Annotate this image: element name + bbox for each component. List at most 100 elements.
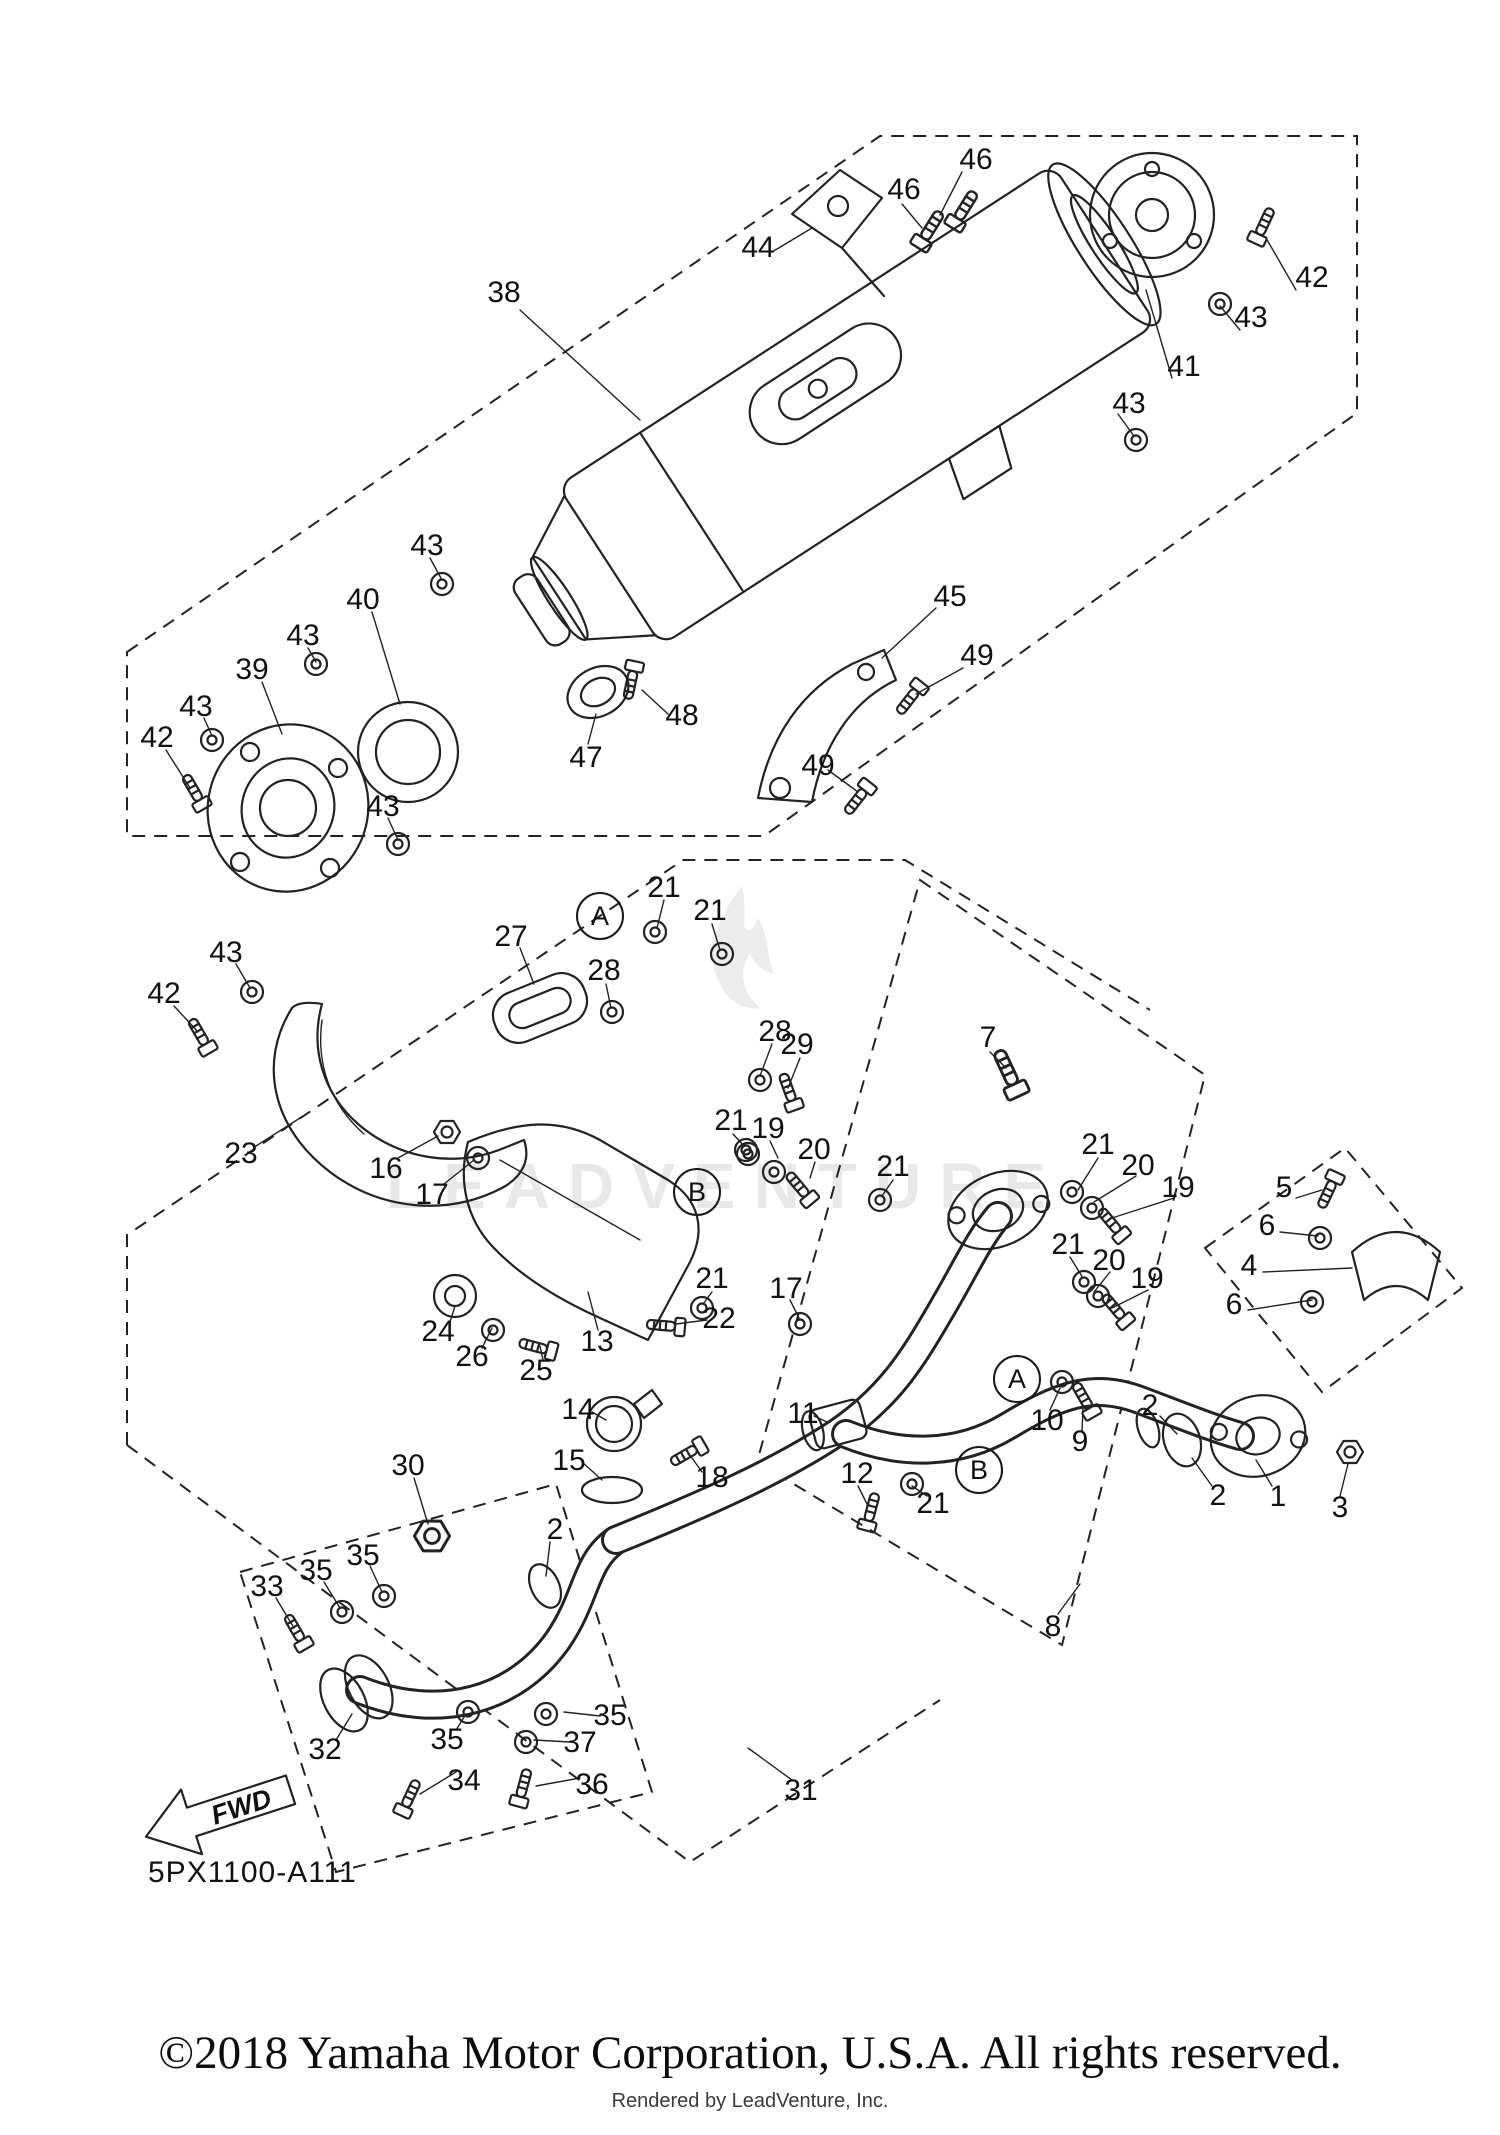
callout-label: 30 bbox=[391, 1449, 425, 1482]
callout-label: 10 bbox=[1030, 1404, 1064, 1437]
callout-label: 32 bbox=[308, 1733, 342, 1766]
callout-label: 2 bbox=[1141, 1389, 1159, 1422]
callout-label: 9 bbox=[1071, 1425, 1089, 1458]
callout-label: 27 bbox=[494, 920, 528, 953]
callout-label: 43 bbox=[410, 529, 444, 562]
callout-label: 43 bbox=[179, 690, 213, 723]
callout-label: 43 bbox=[366, 790, 400, 823]
pipe-ring-40 bbox=[356, 700, 460, 804]
bracket-44 bbox=[790, 168, 886, 298]
bolts bbox=[176, 185, 1347, 1821]
callout-label: 20 bbox=[797, 1133, 831, 1166]
callout-label: 40 bbox=[346, 583, 380, 616]
nut-30 bbox=[412, 1519, 452, 1553]
muffler-body bbox=[512, 162, 1162, 647]
callout-label: 48 bbox=[665, 699, 699, 732]
callout-label: 11 bbox=[787, 1397, 819, 1430]
callout-label: 20 bbox=[1121, 1149, 1155, 1182]
callout-label: 2 bbox=[1209, 1479, 1227, 1512]
callout-label: 3 bbox=[1331, 1491, 1349, 1524]
callout-label: 7 bbox=[979, 1021, 997, 1054]
callout-label: 46 bbox=[887, 173, 921, 206]
saddle-4 bbox=[1350, 1231, 1442, 1302]
ref-bubble: A bbox=[576, 892, 624, 940]
callout-label: 38 bbox=[487, 276, 521, 309]
ref-bubble: B bbox=[955, 1446, 1003, 1494]
callout-label: 46 bbox=[959, 143, 993, 176]
callout-label: 37 bbox=[563, 1726, 597, 1759]
callout-label: 42 bbox=[140, 721, 174, 754]
grommet-24 bbox=[432, 1273, 478, 1319]
leader-lines bbox=[165, 171, 1353, 1795]
bracket-45 bbox=[756, 648, 898, 804]
region-frontpipe-outline bbox=[238, 1482, 654, 1874]
damper-11 bbox=[800, 1398, 868, 1452]
callout-label: 31 bbox=[784, 1774, 818, 1807]
callout-label: 24 bbox=[421, 1315, 455, 1348]
callout-label: 34 bbox=[447, 1764, 481, 1797]
fwd-label: FWD bbox=[207, 1783, 275, 1831]
callout-label: 17 bbox=[769, 1272, 803, 1305]
region-manifold-outline bbox=[755, 878, 1207, 1647]
callout-label: 6 bbox=[1225, 1288, 1243, 1321]
callout-label: 43 bbox=[1234, 301, 1268, 334]
callout-label: 29 bbox=[780, 1028, 814, 1061]
ref-bubble: B bbox=[673, 1168, 721, 1216]
rendered-by-text: Rendered by LeadVenture, Inc. bbox=[611, 2090, 889, 2112]
callout-label: 35 bbox=[430, 1723, 464, 1756]
callout-label: 20 bbox=[1092, 1244, 1126, 1277]
callout-label: 49 bbox=[960, 639, 994, 672]
callout-label: 28 bbox=[587, 954, 621, 987]
copyright-text: ©2018 Yamaha Motor Corporation, U.S.A. A… bbox=[158, 2027, 1342, 2079]
callout-label: 21 bbox=[1051, 1228, 1085, 1261]
callout-label: 21 bbox=[695, 1262, 729, 1295]
callout-label: 19 bbox=[1130, 1262, 1164, 1295]
callout-label: 8 bbox=[1044, 1610, 1062, 1643]
manifold-flange bbox=[947, 1169, 1051, 1251]
fwd-arrow: FWD bbox=[144, 1774, 297, 1856]
callout-label: 5 bbox=[1275, 1171, 1293, 1204]
callout-label: 25 bbox=[519, 1354, 553, 1387]
callout-label: 19 bbox=[1161, 1171, 1195, 1204]
callout-label: 41 bbox=[1167, 350, 1201, 383]
heat-shield-23 bbox=[272, 1001, 528, 1207]
callout-label: 44 bbox=[741, 231, 775, 264]
callout-label: 43 bbox=[1112, 387, 1146, 420]
flange-39 bbox=[206, 723, 370, 893]
callout-label: 19 bbox=[751, 1112, 785, 1145]
callout-label: 43 bbox=[209, 936, 243, 969]
gasket-27 bbox=[491, 972, 589, 1044]
nut-3 bbox=[1335, 1439, 1365, 1465]
callout-label: 36 bbox=[575, 1768, 609, 1801]
callout-label: 22 bbox=[702, 1302, 736, 1335]
callout-label: 15 bbox=[552, 1444, 586, 1477]
callout-label: 42 bbox=[1295, 261, 1329, 294]
callout-label: 43 bbox=[286, 619, 320, 652]
callout-label: 21 bbox=[876, 1150, 910, 1183]
callout-label: 28 bbox=[758, 1015, 792, 1048]
clamp-14 bbox=[585, 1388, 664, 1453]
callout-label: 13 bbox=[580, 1325, 614, 1358]
callout-label: 18 bbox=[695, 1461, 729, 1494]
callout-label: 4 bbox=[1240, 1249, 1258, 1282]
seal-47 bbox=[566, 664, 630, 720]
callout-label: 16 bbox=[369, 1152, 403, 1185]
frontpipe-flange-32 bbox=[319, 1654, 394, 1733]
region-middle-outline bbox=[126, 859, 1151, 1445]
callout-label: 35 bbox=[593, 1699, 627, 1732]
callout-label: 21 bbox=[1081, 1128, 1115, 1161]
callout-label: 6 bbox=[1258, 1209, 1276, 1242]
nut-16 bbox=[432, 1119, 462, 1145]
callout-label: 35 bbox=[346, 1539, 380, 1572]
gasket-2-left bbox=[527, 1563, 563, 1609]
callout-label: 12 bbox=[840, 1457, 874, 1490]
callout-label: 49 bbox=[801, 749, 835, 782]
region-muffler-outline bbox=[126, 135, 1358, 837]
callout-label: 21 bbox=[916, 1487, 950, 1520]
ref-bubble: A bbox=[993, 1355, 1041, 1403]
callout-label: 33 bbox=[250, 1570, 284, 1603]
region-joint-outline bbox=[1203, 1146, 1464, 1394]
callout-label: 14 bbox=[561, 1393, 595, 1426]
